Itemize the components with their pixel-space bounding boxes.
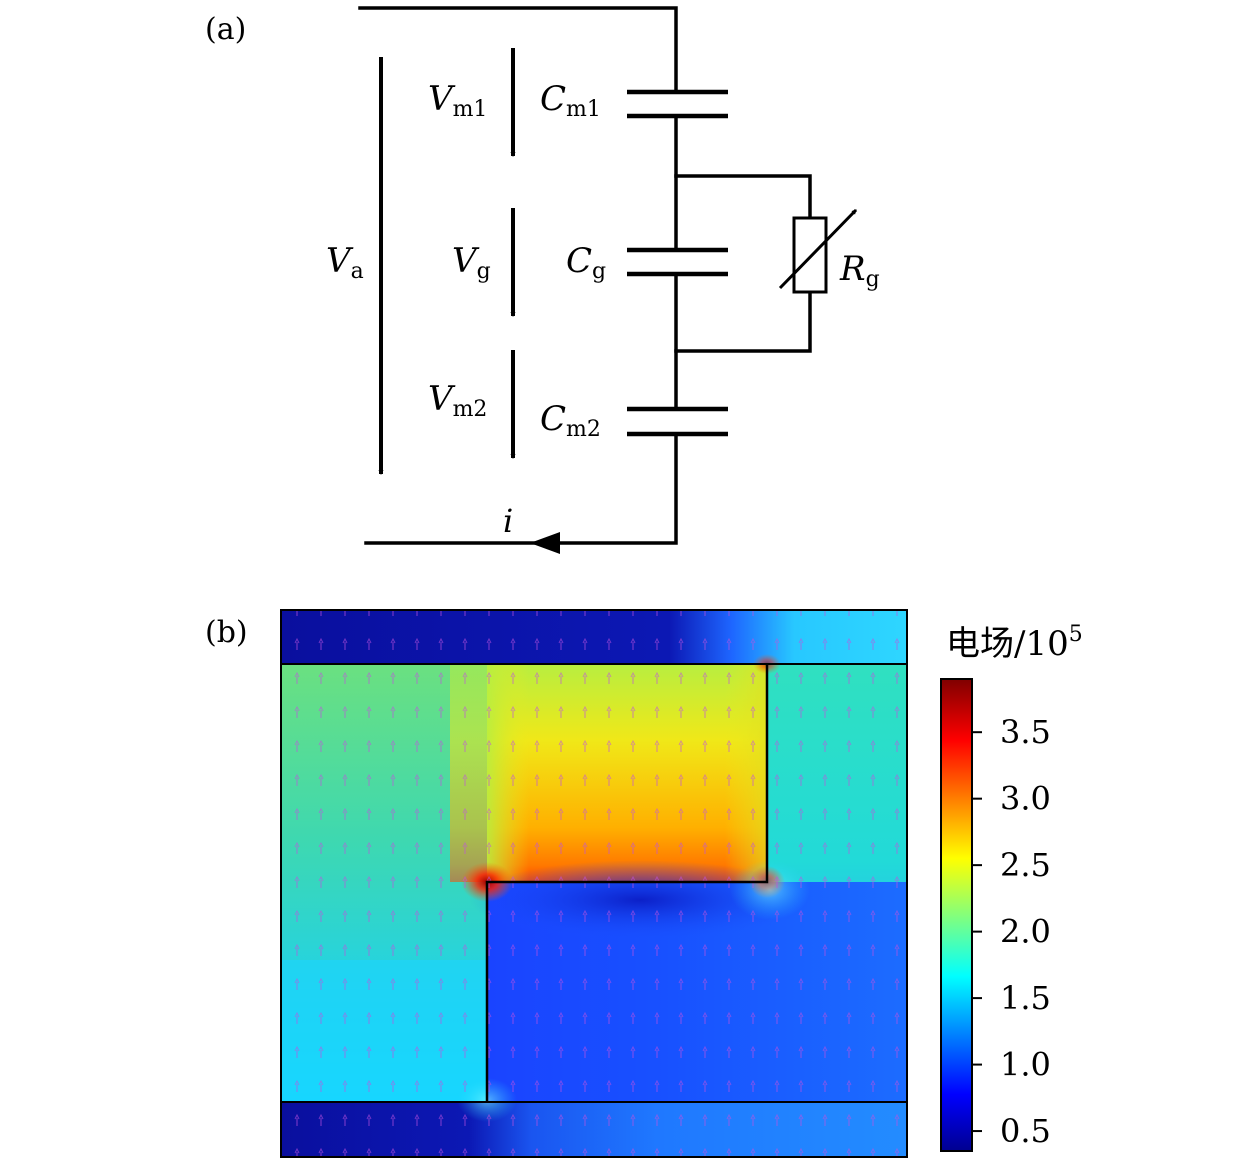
bottom-wire — [364, 432, 678, 545]
resistor-top-wire — [674, 174, 812, 220]
capacitor-cm2 — [627, 406, 728, 437]
resistor-bottom-wire — [674, 290, 812, 353]
variable-resistor-rg — [778, 208, 858, 294]
colorbar: 3.5 3.0 2.5 2.0 1.5 1.0 0.5 电场/105 — [940, 622, 1083, 1152]
colorbar-title: 电场/105 — [946, 622, 1083, 664]
field-heatmap — [281, 610, 907, 1157]
panel-a-circuit: (a) Va — [205, 6, 880, 554]
colorbar-tick-label: 3.0 — [1000, 780, 1051, 818]
colorbar-tick-label: 1.5 — [1000, 979, 1051, 1017]
colorbar-tick-label: 2.0 — [1000, 913, 1051, 951]
label-current: i — [503, 502, 513, 540]
current-arrow-icon — [530, 532, 560, 554]
colorbar-gradient — [940, 678, 973, 1152]
panel-a-label: (a) — [205, 12, 246, 47]
capacitor-cm1 — [627, 89, 728, 119]
colorbar-ticks: 3.5 3.0 2.5 2.0 1.5 1.0 0.5 — [972, 713, 1051, 1150]
variable-arrow-icon — [778, 208, 858, 290]
label-rg: Rg — [839, 249, 880, 292]
capacitor-cg — [627, 247, 728, 277]
colorbar-tick-label: 3.5 — [1000, 713, 1051, 751]
label-cg: Cg — [566, 241, 606, 284]
label-vm2: Vm2 — [428, 379, 487, 422]
label-va: Va — [326, 241, 364, 284]
map-frame — [280, 609, 908, 1158]
label-cm1: Cm1 — [540, 79, 601, 122]
gap-boundary — [485, 664, 769, 1102]
panel-b-label: (b) — [205, 615, 248, 650]
colorbar-tick-label: 1.0 — [1000, 1046, 1051, 1084]
top-wire — [358, 6, 678, 94]
label-vg: Vg — [452, 241, 491, 284]
colorbar-tick-label: 2.5 — [1000, 846, 1051, 884]
panel-b-field-map: (b) — [205, 609, 1083, 1158]
label-vm1: Vm1 — [428, 79, 487, 122]
label-cm2: Cm2 — [540, 399, 601, 442]
colorbar-tick-label: 0.5 — [1000, 1112, 1051, 1150]
